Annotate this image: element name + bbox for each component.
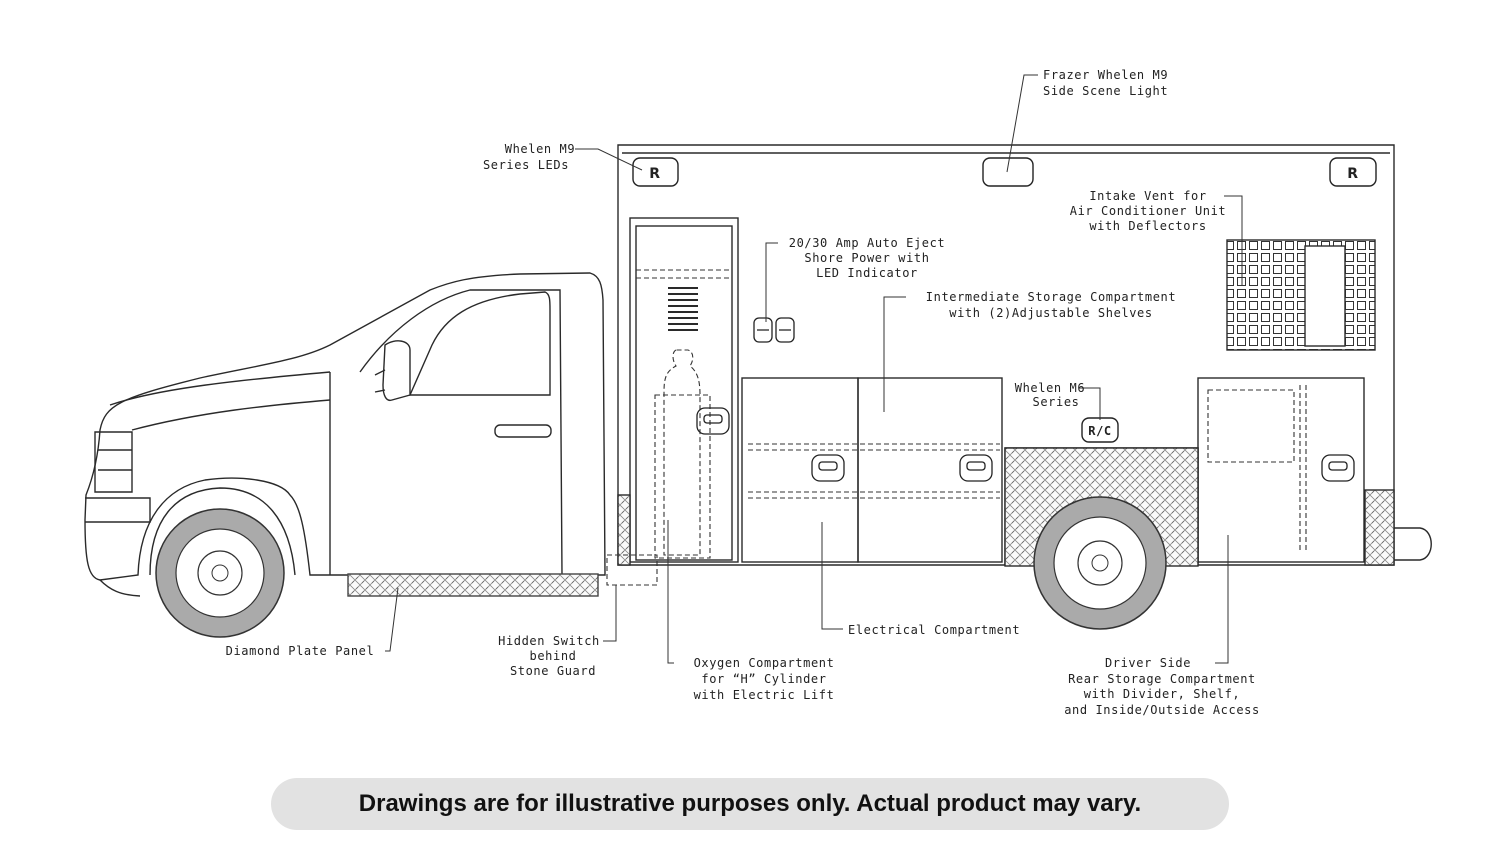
- svg-text:with (2)Adjustable Shelves: with (2)Adjustable Shelves: [949, 306, 1152, 320]
- rear-wheel: [1033, 496, 1167, 630]
- callout-electrical: Electrical Compartment: [848, 623, 1020, 637]
- svg-text:Series LEDs: Series LEDs: [483, 158, 569, 172]
- front-m9-light: [632, 157, 679, 187]
- rear-m9-light: [1329, 157, 1377, 187]
- callout-whelen-m6: Whelen M6 Series: [1015, 381, 1085, 409]
- leader-lines: [385, 74, 1243, 664]
- handles: [696, 407, 1355, 482]
- svg-text:Air Conditioner Unit: Air Conditioner Unit: [1070, 204, 1227, 218]
- oxygen-cylinder: [663, 349, 701, 556]
- shore-power: [753, 317, 795, 343]
- callout-rear-storage: Driver Side Rear Storage Compartment wit…: [1064, 656, 1260, 717]
- diamond-plate-panel: [347, 573, 599, 597]
- svg-text:Whelen M9: Whelen M9: [505, 142, 575, 156]
- svg-text:Diamond Plate Panel: Diamond Plate Panel: [226, 644, 375, 658]
- callout-intermediate-storage: Intermediate Storage Compartment with (2…: [926, 290, 1176, 320]
- door-handle: [494, 424, 552, 438]
- door-line: [329, 289, 563, 576]
- oxygen-door-inner: [635, 225, 733, 561]
- svg-text:Oxygen Compartment: Oxygen Compartment: [694, 656, 835, 670]
- svg-text:Driver Side: Driver Side: [1105, 656, 1191, 670]
- mirror: [382, 340, 411, 402]
- svg-text:behind: behind: [530, 649, 577, 663]
- svg-text:Intake Vent for: Intake Vent for: [1089, 189, 1206, 203]
- callout-intake-vent: Intake Vent for Air Conditioner Unit wit…: [1070, 189, 1227, 233]
- svg-text:for “H” Cylinder: for “H” Cylinder: [701, 672, 826, 686]
- svg-text:Stone Guard: Stone Guard: [510, 664, 596, 678]
- callout-whelen-m9: Whelen M9 Series LEDs: [483, 142, 575, 172]
- oxygen-vent: [668, 287, 698, 331]
- callout-shore-power: 20/30 Amp Auto Eject Shore Power with LE…: [789, 236, 946, 280]
- wheel-arch-front: [149, 487, 296, 576]
- svg-text:with Deflectors: with Deflectors: [1089, 219, 1206, 233]
- compartment-left-door: [741, 377, 859, 563]
- hidden-switch-box: [606, 554, 658, 586]
- left-corner-plate: [617, 494, 631, 566]
- ac-deflector: [1304, 245, 1346, 347]
- svg-text:Intermediate Storage Compartme: Intermediate Storage Compartment: [926, 290, 1176, 304]
- svg-text:Whelen M6: Whelen M6: [1015, 381, 1085, 395]
- svg-text:Frazer Whelen M9: Frazer Whelen M9: [1043, 68, 1168, 82]
- svg-text:with Divider, Shelf,: with Divider, Shelf,: [1084, 687, 1241, 701]
- grille: [94, 431, 133, 493]
- front-bumper: [85, 497, 151, 597]
- rear-step: [1394, 527, 1432, 561]
- callout-oxygen: Oxygen Compartment for “H” Cylinder with…: [694, 656, 835, 702]
- box-body: [617, 144, 1432, 567]
- rear-light-label: R: [1347, 166, 1358, 182]
- callout-frazer-whelen: Frazer Whelen M9 Side Scene Light: [1043, 68, 1168, 98]
- cab-outline: [84, 272, 606, 581]
- front-wheel: [155, 508, 285, 638]
- svg-text:and Inside/Outside Access: and Inside/Outside Access: [1064, 703, 1260, 717]
- front-light-label: R: [649, 166, 660, 182]
- hood-line: [109, 371, 331, 406]
- mirror-arm: [374, 369, 386, 393]
- svg-text:with Electric Lift: with Electric Lift: [694, 688, 835, 702]
- svg-text:Series: Series: [1033, 395, 1080, 409]
- svg-text:Side Scene Light: Side Scene Light: [1043, 84, 1168, 98]
- callout-hidden-switch: Hidden Switch behind Stone Guard: [498, 634, 600, 678]
- rear-corner-plate: [1364, 489, 1395, 566]
- svg-text:LED Indicator: LED Indicator: [816, 266, 918, 280]
- lights: [632, 157, 1377, 443]
- svg-text:Electrical Compartment: Electrical Compartment: [848, 623, 1020, 637]
- svg-text:20/30 Amp Auto Eject: 20/30 Amp Auto Eject: [789, 236, 946, 250]
- callout-diamond-plate: Diamond Plate Panel: [226, 644, 375, 658]
- cab: [84, 272, 606, 597]
- hidden-lines: [606, 269, 1307, 586]
- cab-window: [408, 291, 551, 396]
- svg-text:Rear Storage Compartment: Rear Storage Compartment: [1068, 672, 1256, 686]
- ac-vent: [1226, 239, 1376, 351]
- disclaimer-banner: Drawings are for illustrative purposes o…: [271, 778, 1229, 830]
- hood-line-2: [131, 399, 331, 431]
- svg-text:Hidden Switch: Hidden Switch: [498, 634, 600, 648]
- oxygen-door: [629, 217, 739, 563]
- svg-text:Shore Power with: Shore Power with: [804, 251, 929, 265]
- scene-light: [982, 157, 1034, 187]
- compartment-right-door: [857, 377, 1003, 563]
- m6-light-label: R/C: [1088, 424, 1111, 438]
